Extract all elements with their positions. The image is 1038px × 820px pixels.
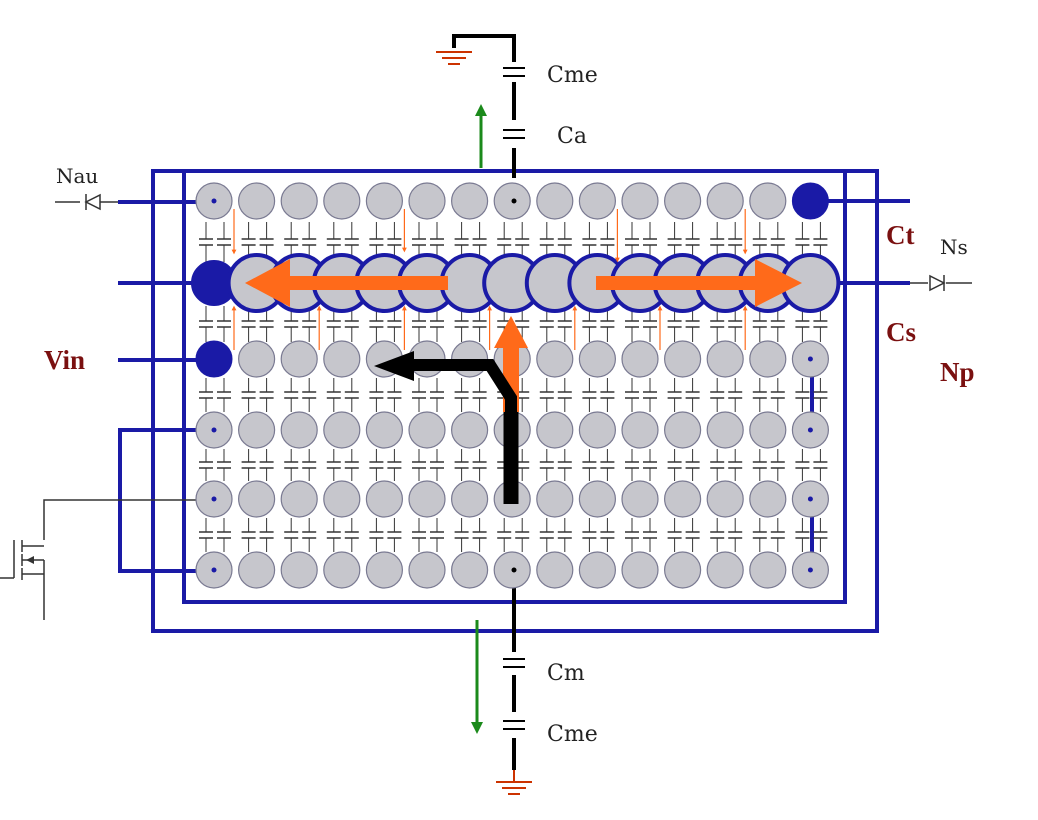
orange-arrow-right bbox=[596, 259, 802, 307]
node-turn bbox=[663, 551, 702, 589]
node-turn bbox=[408, 551, 446, 589]
node-turn bbox=[408, 411, 446, 449]
wire-tap-dot bbox=[807, 427, 813, 433]
node-turn bbox=[451, 480, 489, 518]
node-turn bbox=[238, 182, 276, 220]
wire-tap-dot bbox=[807, 496, 813, 502]
node-turn bbox=[323, 340, 361, 378]
top-wire-3 bbox=[452, 34, 516, 62]
node-turn bbox=[408, 480, 446, 518]
node-turn bbox=[706, 411, 744, 449]
black-arrowhead bbox=[374, 351, 414, 381]
node-turn bbox=[578, 551, 617, 589]
node-turn bbox=[451, 182, 489, 220]
orange-arrow-up bbox=[494, 316, 528, 412]
node-turn bbox=[365, 411, 403, 449]
node-turn bbox=[280, 340, 318, 378]
node-turn bbox=[621, 340, 659, 378]
bottom-tap-dot bbox=[511, 567, 517, 573]
wire-tap-dot bbox=[211, 198, 217, 204]
diode-nau-triangle bbox=[84, 193, 101, 211]
node-turn bbox=[663, 411, 702, 449]
mosfet-icon bbox=[0, 540, 45, 620]
node-turn bbox=[621, 551, 659, 589]
label-vin: Vin bbox=[44, 345, 85, 375]
wire-tap-dot bbox=[211, 567, 217, 573]
node-turn bbox=[451, 551, 489, 589]
node-turn bbox=[238, 340, 276, 378]
node-turn bbox=[621, 182, 659, 220]
node-turn bbox=[238, 551, 276, 589]
node-turn bbox=[238, 411, 276, 449]
node-turn bbox=[578, 480, 617, 518]
orange-arrow-left bbox=[245, 259, 448, 307]
node-turn bbox=[749, 551, 787, 589]
wire-tap-dot bbox=[807, 356, 813, 362]
label-ns: Ns bbox=[940, 235, 968, 259]
node-turn bbox=[323, 551, 361, 589]
node-turn bbox=[365, 551, 403, 589]
node-turn bbox=[749, 480, 787, 518]
node-turn bbox=[706, 340, 744, 378]
node-turn bbox=[280, 411, 318, 449]
node-turn bbox=[621, 480, 659, 518]
node-turn bbox=[578, 411, 617, 449]
node-turn bbox=[365, 480, 403, 518]
label-ca: Ca bbox=[557, 124, 587, 149]
top-tap-dot bbox=[511, 198, 517, 204]
label-np: Np bbox=[940, 357, 975, 387]
label-nau: Nau bbox=[56, 164, 98, 188]
node-turn bbox=[536, 340, 574, 378]
label-ct: Ct bbox=[886, 220, 915, 250]
node-turn bbox=[749, 340, 787, 378]
displacement-current-arrows bbox=[231, 104, 802, 734]
node-vin bbox=[195, 340, 233, 378]
node-turn bbox=[365, 182, 403, 220]
node-turn bbox=[280, 480, 318, 518]
label-cm: Cm bbox=[547, 661, 585, 686]
node-turn bbox=[578, 182, 617, 220]
node-turn bbox=[536, 411, 574, 449]
node-turn bbox=[323, 182, 361, 220]
wire-tap-dot bbox=[211, 496, 217, 502]
node-turn bbox=[749, 411, 787, 449]
node-turn bbox=[578, 340, 617, 378]
black-arrow-bend bbox=[410, 359, 517, 412]
node-turn bbox=[706, 551, 744, 589]
circuit-symbols bbox=[0, 51, 946, 795]
node-turn bbox=[323, 480, 361, 518]
turn-nodes bbox=[191, 182, 841, 589]
node-turn bbox=[706, 480, 744, 518]
node-turn bbox=[706, 182, 744, 220]
node-turn bbox=[238, 480, 276, 518]
mosfet-gate-lead bbox=[43, 499, 214, 540]
wire-tap-dot bbox=[807, 567, 813, 573]
node-turn bbox=[749, 182, 787, 220]
label-cme-top: Cme bbox=[547, 63, 598, 88]
node-turn bbox=[408, 182, 446, 220]
node-turn bbox=[536, 182, 574, 220]
node-turn bbox=[663, 340, 702, 378]
label-cs: Cs bbox=[886, 317, 916, 347]
wire-tap-dot bbox=[211, 427, 217, 433]
node-turn bbox=[663, 182, 702, 220]
label-cme-bottom: Cme bbox=[547, 722, 598, 747]
node-aux-end bbox=[791, 182, 829, 220]
mosfet-arrow bbox=[26, 556, 34, 564]
node-turn bbox=[621, 411, 659, 449]
node-turn bbox=[280, 551, 318, 589]
node-turn bbox=[451, 411, 489, 449]
node-turn bbox=[323, 411, 361, 449]
node-turn bbox=[280, 182, 318, 220]
diode-ns-triangle bbox=[929, 274, 946, 292]
node-turn bbox=[663, 480, 702, 518]
node-turn bbox=[536, 480, 574, 518]
node-turn bbox=[536, 551, 574, 589]
